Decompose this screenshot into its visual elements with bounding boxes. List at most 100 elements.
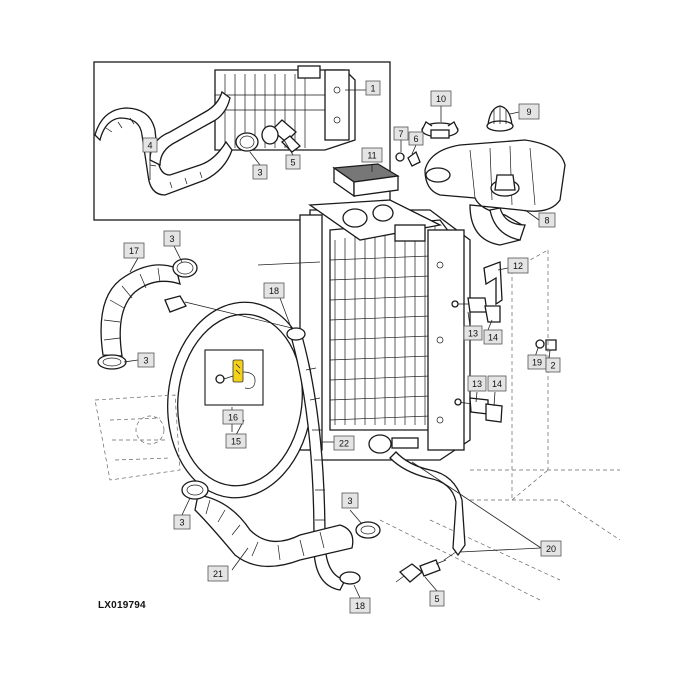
callout-15: 15 xyxy=(225,433,247,449)
callout-3-upper: 3 xyxy=(163,230,181,247)
callout-21: 21 xyxy=(207,565,229,582)
svg-text:6: 6 xyxy=(413,134,418,144)
svg-text:17: 17 xyxy=(129,246,139,256)
upper-hose xyxy=(100,264,181,357)
callout-16: 16 xyxy=(222,409,244,425)
svg-text:14: 14 xyxy=(488,333,498,343)
svg-text:7: 7 xyxy=(398,129,403,139)
svg-text:1: 1 xyxy=(370,84,375,94)
radiator-filler-neck xyxy=(394,224,426,242)
callout-22: 22 xyxy=(333,435,355,451)
svg-text:18: 18 xyxy=(355,601,365,611)
callout-1: 1 xyxy=(365,80,381,96)
svg-text:21: 21 xyxy=(213,569,223,579)
svg-text:14: 14 xyxy=(492,379,502,389)
callout-2: 2 xyxy=(545,357,561,373)
leader-lines xyxy=(123,89,551,599)
hose-clamp-lowermid xyxy=(355,521,381,539)
callout-19: 19 xyxy=(527,354,547,370)
callout-20: 20 xyxy=(540,540,562,557)
svg-text:15: 15 xyxy=(231,437,241,447)
engine-outline xyxy=(94,394,181,481)
callout-13-lower: 13 xyxy=(467,375,487,392)
svg-text:5: 5 xyxy=(290,158,295,168)
callout-3-inset: 3 xyxy=(252,164,268,180)
callout-3-lowermid: 3 xyxy=(341,492,359,509)
svg-text:12: 12 xyxy=(513,261,523,271)
callout-3-lowerleft: 3 xyxy=(173,514,191,530)
bypass-tube xyxy=(291,335,346,591)
expansion-tank xyxy=(424,139,566,246)
callout-3-left: 3 xyxy=(137,352,155,368)
callout-5-inset: 5 xyxy=(285,154,301,170)
svg-text:3: 3 xyxy=(143,356,148,366)
foam-pad xyxy=(332,163,400,198)
svg-text:9: 9 xyxy=(526,107,531,117)
svg-text:3: 3 xyxy=(179,518,184,528)
drain-valve xyxy=(395,559,447,583)
callout-18-upper: 18 xyxy=(263,282,285,299)
callout-5-lower: 5 xyxy=(429,590,445,607)
svg-text:13: 13 xyxy=(472,379,482,389)
sensor-highlight xyxy=(232,359,244,383)
hose-clamp-left xyxy=(97,354,127,370)
callout-6: 6 xyxy=(408,131,424,146)
callout-4: 4 xyxy=(142,137,158,153)
hose-clamp-18-upper xyxy=(286,327,306,341)
callout-8: 8 xyxy=(538,212,556,228)
callout-14-upper: 14 xyxy=(483,329,503,345)
callout-9: 9 xyxy=(518,103,540,120)
hose-clamp-lowerleft xyxy=(181,480,209,500)
callout-11: 11 xyxy=(361,147,383,163)
callout-14-lower: 14 xyxy=(487,375,507,392)
figure-reference-code: LX019794 xyxy=(98,600,146,611)
radiator-core xyxy=(299,199,471,461)
filler-cap-9 xyxy=(486,105,514,132)
svg-text:18: 18 xyxy=(269,286,279,296)
lower-mount-bolt xyxy=(454,397,503,423)
svg-text:8: 8 xyxy=(544,216,549,226)
pressure-cap-10 xyxy=(421,121,459,139)
chassis-outline xyxy=(379,249,621,601)
inset-radiator-corner xyxy=(214,65,356,151)
radiator-fins xyxy=(329,222,456,425)
inset-hose xyxy=(94,90,233,196)
radiator-lower-outlet xyxy=(368,434,392,454)
radiator-side-tank xyxy=(427,229,465,451)
svg-text:4: 4 xyxy=(147,141,152,151)
callout-18-lower: 18 xyxy=(349,597,371,614)
svg-text:19: 19 xyxy=(532,358,542,368)
lower-hose xyxy=(194,494,354,568)
svg-text:16: 16 xyxy=(228,413,238,423)
svg-text:10: 10 xyxy=(436,94,446,104)
callout-7: 7 xyxy=(393,126,409,141)
inset-clamp xyxy=(235,132,259,152)
mounting-bracket xyxy=(483,261,503,306)
svg-text:11: 11 xyxy=(367,151,376,161)
svg-text:3: 3 xyxy=(169,234,174,244)
hose-clamp-upper xyxy=(172,258,198,278)
callout-10: 10 xyxy=(430,90,452,107)
drain-line xyxy=(389,451,466,561)
svg-text:22: 22 xyxy=(339,439,349,449)
radiator-upper-outlet xyxy=(342,208,368,228)
svg-text:3: 3 xyxy=(347,496,352,506)
retaining-clip xyxy=(395,150,421,167)
callout-13-upper: 13 xyxy=(463,325,483,341)
inset-fitting xyxy=(261,119,301,153)
svg-text:5: 5 xyxy=(434,594,439,604)
upper-mount-bolt xyxy=(451,297,501,323)
sensor-inset xyxy=(204,349,264,406)
callout-17: 17 xyxy=(123,242,145,259)
hose-clamp-18-lower xyxy=(339,571,361,585)
svg-text:2: 2 xyxy=(550,361,555,371)
washer-nut xyxy=(535,339,557,351)
callout-12: 12 xyxy=(507,257,529,274)
svg-text:20: 20 xyxy=(546,544,556,554)
hose-coupling xyxy=(164,295,301,331)
inset-detail xyxy=(93,61,391,221)
svg-text:3: 3 xyxy=(257,168,262,178)
svg-text:13: 13 xyxy=(468,329,478,339)
